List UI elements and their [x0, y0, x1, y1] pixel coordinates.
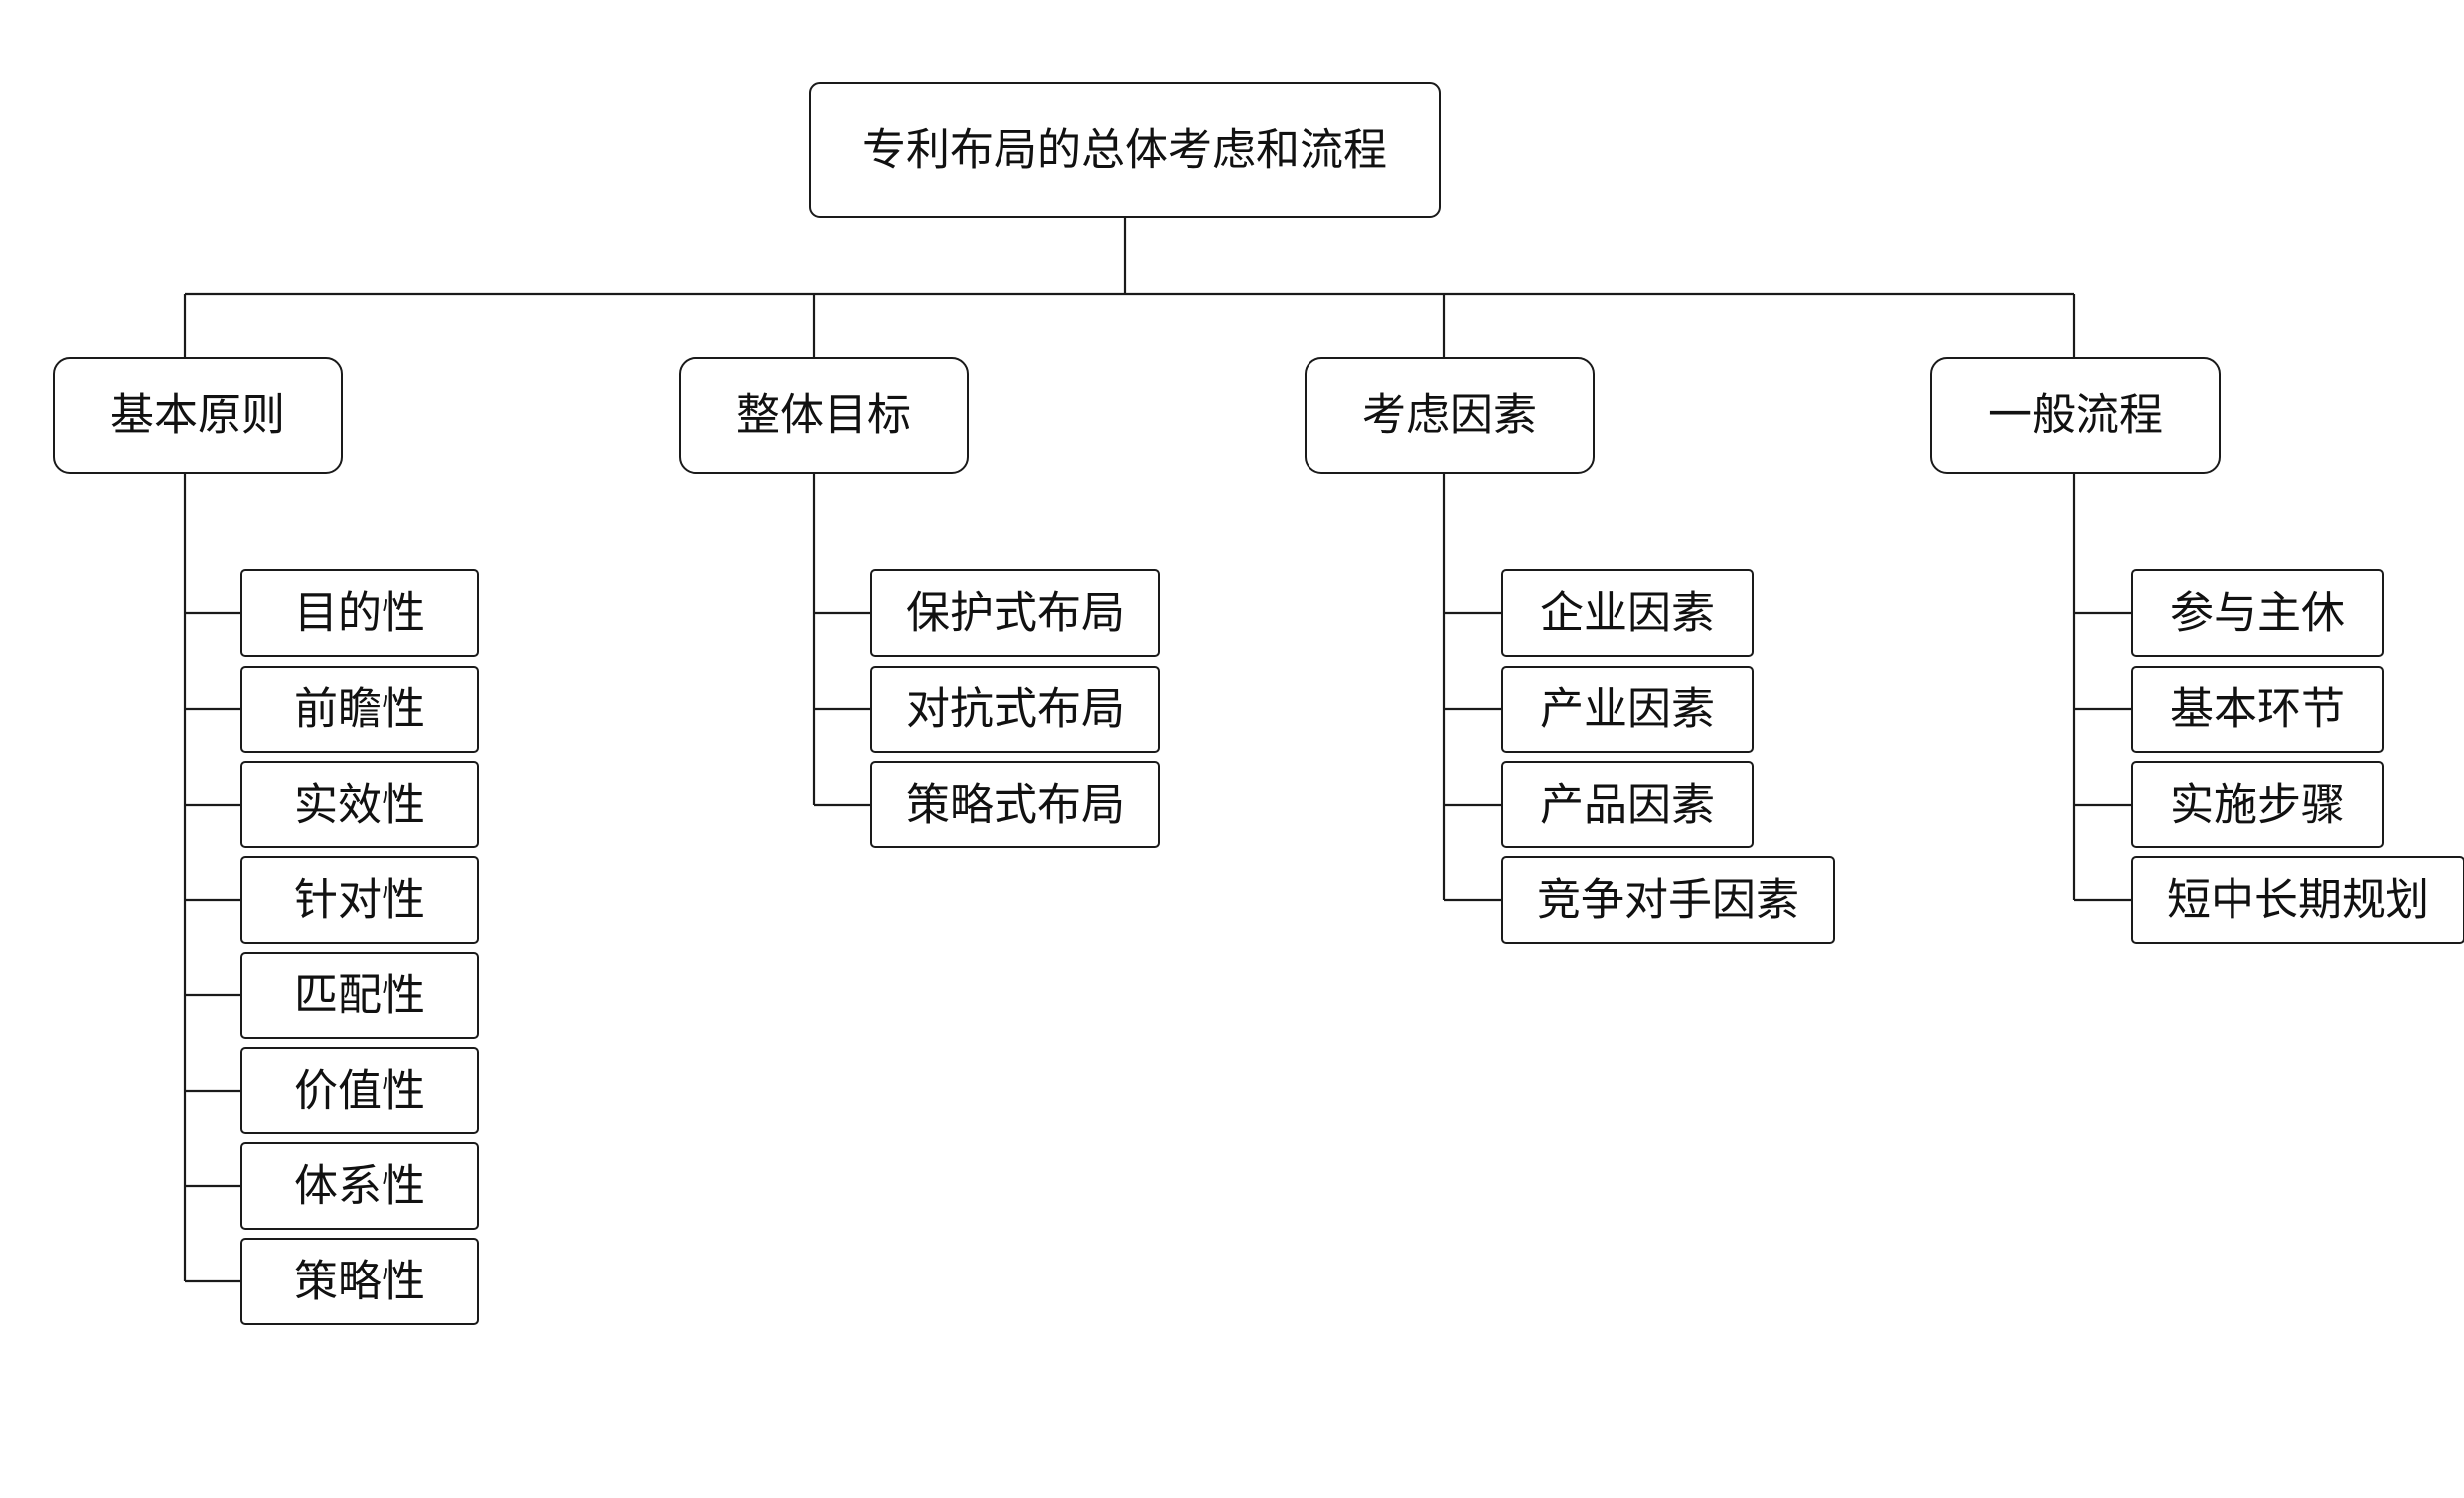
leaf-node: 匹配性: [240, 952, 479, 1039]
leaf-label: 产业因素: [1540, 684, 1715, 735]
leaf-box: [2131, 761, 2384, 848]
category-box: [1930, 357, 2221, 474]
leaf-node: 保护式布局: [870, 569, 1160, 657]
leaf-box: [240, 569, 479, 657]
leaf-box: [870, 569, 1160, 657]
leaf-label: 参与主休: [2170, 588, 2345, 639]
leaf-label: 实效性: [294, 780, 425, 830]
leaf-node: 目的性: [240, 569, 479, 657]
leaf-box: [870, 761, 1160, 848]
leaf-node: 针对性: [240, 856, 479, 944]
leaf-node: 产业因素: [1501, 666, 1754, 753]
leaf-label: 保护式布局: [906, 588, 1125, 639]
leaf-label: 价值性: [294, 1066, 425, 1117]
leaf-box: [2131, 856, 2464, 944]
category-label: 基本原则: [110, 390, 285, 441]
leaf-label: 策略式布局: [906, 780, 1125, 830]
leaf-label: 目的性: [294, 588, 425, 639]
leaf-label: 体系性: [294, 1161, 425, 1212]
category-label: 整体目标: [736, 390, 911, 441]
root-box: [809, 82, 1441, 218]
category-label: 考虑因素: [1362, 390, 1537, 441]
leaf-node: 策略性: [240, 1238, 479, 1325]
leaf-box: [870, 666, 1160, 753]
leaf-box: [240, 952, 479, 1039]
leaf-label: 前瞻性: [294, 684, 425, 735]
leaf-node: 前瞻性: [240, 666, 479, 753]
root-node: 专利布局的总体考虑和流程: [809, 82, 1441, 218]
leaf-node: 实施步骤: [2131, 761, 2384, 848]
leaf-label: 策略性: [294, 1257, 425, 1307]
leaf-label: 针对性: [294, 875, 425, 926]
leaf-box: [1501, 856, 1835, 944]
leaf-label: 实施步骤: [2170, 780, 2345, 830]
leaf-box: [240, 666, 479, 753]
leaf-node: 策略式布局: [870, 761, 1160, 848]
category-box: [53, 357, 343, 474]
leaf-node: 参与主休: [2131, 569, 2384, 657]
leaf-label: 匹配性: [294, 971, 425, 1021]
leaf-node: 竞争对手因素: [1501, 856, 1835, 944]
leaf-label: 企业因素: [1540, 588, 1715, 639]
leaf-node: 企业因素: [1501, 569, 1754, 657]
leaf-node: 实效性: [240, 761, 479, 848]
leaf-box: [240, 1047, 479, 1134]
leaf-label: 产品因素: [1540, 780, 1715, 830]
category-box: [1305, 357, 1595, 474]
leaf-label: 竞争对手因素: [1537, 875, 1799, 926]
leaf-label: 短中长期规划: [2167, 875, 2429, 926]
leaf-label: 对抗式布局: [906, 684, 1125, 735]
category-box: [679, 357, 969, 474]
leaf-box: [2131, 569, 2384, 657]
root-title: 专利布局的总体考虑和流程: [862, 125, 1387, 176]
leaf-node: 短中长期规划: [2131, 856, 2464, 944]
category-label: 一般流程: [1988, 390, 2163, 441]
connector-lines: [183, 217, 2132, 1283]
leaf-node: 价值性: [240, 1047, 479, 1134]
leaf-node: 基本环节: [2131, 666, 2384, 753]
leaf-box: [1501, 666, 1754, 753]
leaf-node: 产品因素: [1501, 761, 1754, 848]
leaf-node: 体系性: [240, 1142, 479, 1230]
leaf-box: [2131, 666, 2384, 753]
leaf-box: [240, 856, 479, 944]
leaf-label: 基本环节: [2170, 684, 2345, 735]
leaf-box: [240, 1238, 479, 1325]
leaf-box: [1501, 569, 1754, 657]
leaf-box: [240, 1142, 479, 1230]
leaf-box: [1501, 761, 1754, 848]
leaf-node: 对抗式布局: [870, 666, 1160, 753]
leaf-box: [240, 761, 479, 848]
